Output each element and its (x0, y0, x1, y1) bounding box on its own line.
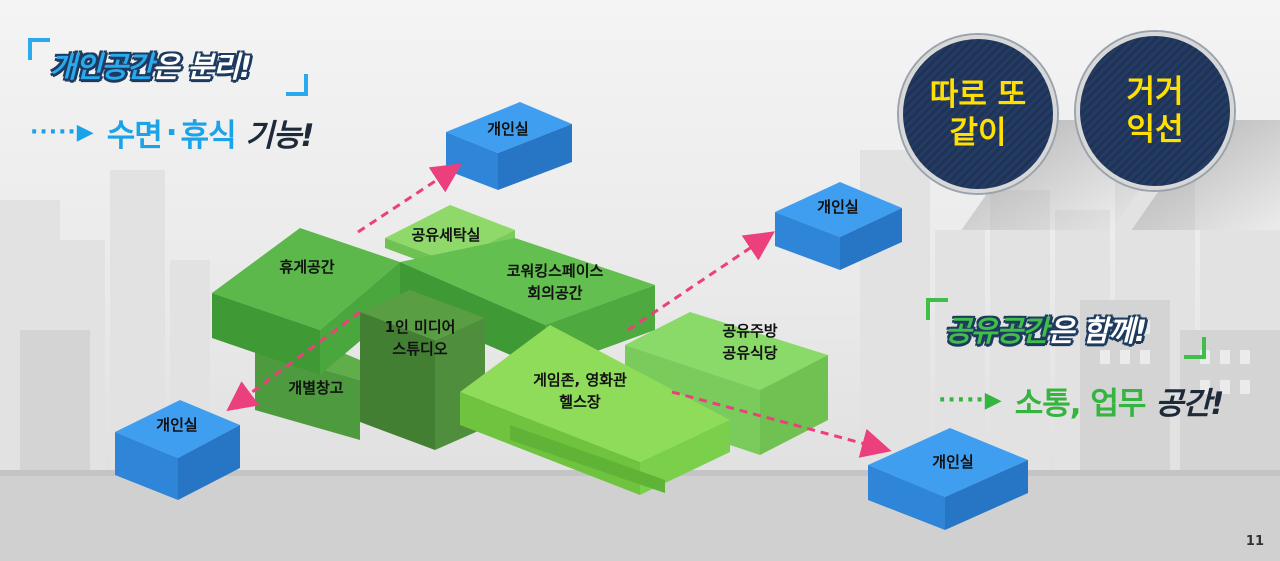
badge-line: 익선 (1126, 112, 1184, 148)
right-heading-subtitle: ·····▶ 소통, 업무 공간! (938, 378, 1224, 423)
subtitle-function: 기능! (235, 118, 314, 154)
subtitle-space: 공간! (1145, 386, 1224, 422)
subtitle-sleep: 수면 (106, 118, 163, 154)
game-label-line2: 헬스장 (559, 393, 601, 411)
left-heading-highlight: 개인공간 (50, 50, 154, 84)
badge-line: 같이 (949, 115, 1007, 151)
game-block (460, 325, 730, 495)
heading-bracket-left (28, 38, 50, 60)
subtitle-separator: · (165, 114, 178, 151)
lounge-label: 휴게공간 (279, 258, 334, 276)
left-heading-subtitle: ·····▶ 수면 · 휴식 기능! (30, 110, 315, 155)
private-room-label: 개인실 (817, 198, 858, 216)
right-heading-title: 공유공간은 함께! (945, 308, 1147, 350)
connection-arrows (226, 163, 892, 458)
kitchen-label-line1: 공유주방 (722, 322, 777, 340)
heading-bracket-right (1184, 337, 1206, 359)
private-room-label: 개인실 (932, 453, 973, 471)
arrow-right-icon: ·····▶ (938, 388, 1003, 413)
coworking-label-line1: 코워킹스페이스 (507, 262, 604, 280)
subtitle-communication: 소통, 업무 (1014, 386, 1147, 422)
private-room-4: 개인실 (868, 428, 1028, 530)
badge-small-is-better: 거거 익선 (1076, 32, 1234, 190)
heading-bracket-left (926, 298, 948, 320)
left-heading-rest: 은 분리! (152, 50, 252, 84)
storage-label: 개별창고 (288, 379, 343, 397)
coworking-label-line2: 회의공간 (527, 284, 582, 302)
badge-line: 따로 또 (929, 77, 1027, 113)
kitchen-label-line2: 공유식당 (722, 344, 777, 362)
private-room-2: 개인실 (775, 182, 902, 270)
arrow-to-private-room-3 (226, 310, 361, 412)
private-room-1: 개인실 (446, 102, 572, 190)
page-number: 11 (1245, 534, 1264, 549)
studio-label-line1: 1인 미디어 (385, 318, 456, 336)
left-heading-title: 개인공간은 분리! (50, 44, 252, 86)
private-room-3: 개인실 (115, 400, 240, 500)
private-room-label: 개인실 (487, 120, 528, 138)
subtitle-rest-word: 휴식 (180, 118, 237, 154)
heading-bracket-right (286, 74, 308, 96)
badge-line: 거거 (1126, 74, 1184, 110)
laundry-label: 공유세탁실 (411, 226, 480, 244)
game-label-line1: 게임존, 영화관 (533, 371, 627, 389)
studio-block (360, 290, 485, 450)
badge-separate-together: 따로 또 같이 (899, 35, 1057, 193)
arrow-to-private-room-1 (357, 163, 463, 234)
private-room-label: 개인실 (156, 416, 197, 434)
right-heading-rest: 은 함께! (1047, 314, 1147, 348)
right-heading-highlight: 공유공간 (945, 314, 1049, 348)
studio-label-line2: 스튜디오 (392, 340, 447, 358)
arrow-to-private-room-4 (671, 390, 892, 458)
arrow-right-icon: ·····▶ (30, 120, 95, 145)
